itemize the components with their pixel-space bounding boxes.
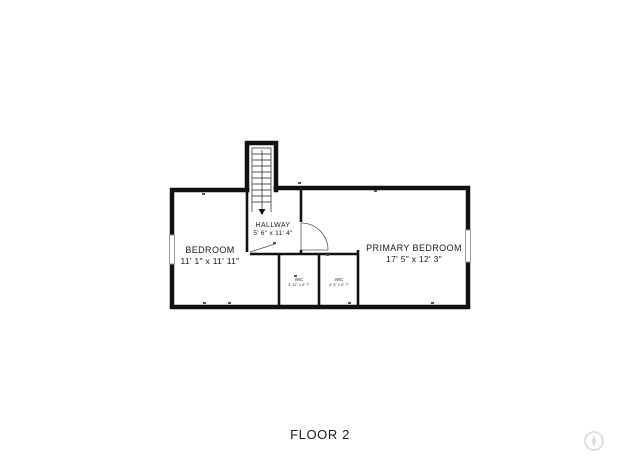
wic-2-name: WIC [335, 277, 344, 282]
hallway-dims: 5' 6" x 11' 4" [253, 230, 293, 237]
bedroom-name: BEDROOM [185, 245, 234, 255]
exterior-walls [169, 140, 471, 310]
primary-window [465, 229, 471, 263]
primary-bedroom-dims: 17' 5" x 12' 3" [386, 254, 442, 264]
bedroom-dims: 11' 1" x 11' 11" [181, 256, 240, 266]
outlet-marks [202, 182, 434, 304]
wic-1-name: WIC [295, 277, 304, 282]
hallway-name: HALLWAY [256, 222, 291, 229]
interior-walls [245, 188, 360, 306]
floor-label: FLOOR 2 [290, 427, 350, 442]
compass-logo-icon [584, 431, 604, 451]
windows [169, 229, 471, 265]
arrow-down-icon [258, 209, 266, 215]
bedroom-window [169, 234, 175, 265]
wic-2-dims: 4' 3" x 5' 7" [329, 282, 349, 287]
primary-bedroom-name: PRIMARY BEDROOM [366, 243, 462, 253]
wic-1-dims: 3' 11" x 5' 7" [288, 282, 310, 287]
door-swings [249, 222, 329, 253]
staircase [251, 147, 272, 212]
